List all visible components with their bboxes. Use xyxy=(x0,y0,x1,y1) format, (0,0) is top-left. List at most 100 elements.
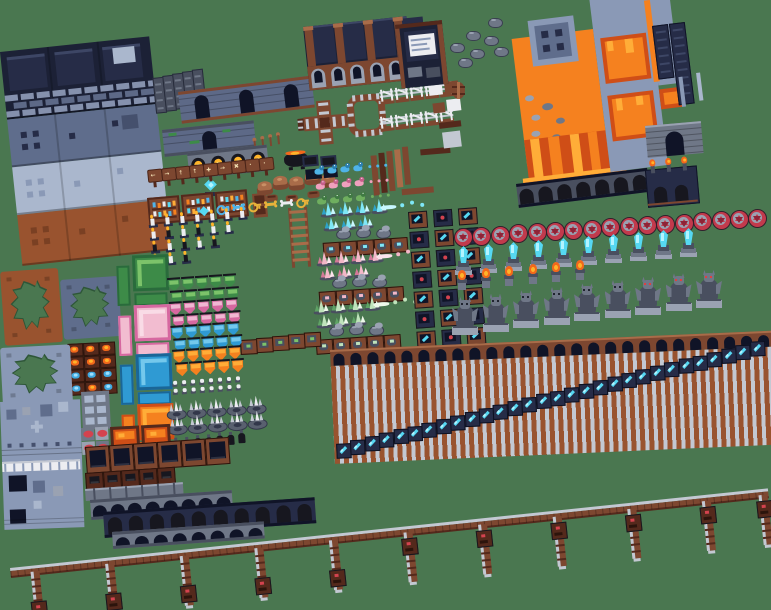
part xyxy=(310,337,315,341)
arch-opening xyxy=(209,530,225,540)
shield-icon xyxy=(232,360,244,373)
floor-dot xyxy=(42,225,50,233)
framed-panel xyxy=(156,440,183,469)
part xyxy=(677,68,688,72)
crystal-spike xyxy=(330,207,335,214)
gargoyle-wing xyxy=(563,297,570,311)
part xyxy=(620,280,624,285)
part xyxy=(396,242,402,246)
part xyxy=(496,299,499,302)
gem-chain-tile xyxy=(492,404,509,421)
part xyxy=(53,114,61,163)
statue-pedestal xyxy=(482,323,509,332)
crystals xyxy=(452,228,722,280)
framed-panel xyxy=(85,445,111,474)
part xyxy=(686,231,689,239)
part xyxy=(58,461,61,471)
crystal-spike xyxy=(320,270,325,277)
part xyxy=(530,267,535,272)
part xyxy=(554,28,563,37)
candle-icon xyxy=(167,243,173,251)
part xyxy=(358,293,364,298)
part xyxy=(85,417,95,425)
medallion-icon xyxy=(730,210,749,229)
part xyxy=(760,510,769,515)
brick xyxy=(68,87,82,96)
crystal-spike xyxy=(331,303,336,310)
part xyxy=(583,289,585,292)
gem-chain-tile xyxy=(521,397,538,413)
junction-box xyxy=(30,600,49,610)
arch-opening xyxy=(469,347,481,360)
part xyxy=(456,266,471,271)
part xyxy=(453,44,458,46)
part xyxy=(294,338,299,343)
crystal-spike xyxy=(317,257,322,264)
statue-pedestal xyxy=(665,303,692,312)
part xyxy=(140,359,146,386)
part xyxy=(84,406,95,414)
part xyxy=(103,109,111,158)
part xyxy=(608,249,619,255)
arch-opening xyxy=(435,348,447,362)
part xyxy=(185,84,192,88)
decor-square xyxy=(22,406,31,416)
inset-tile xyxy=(99,354,117,369)
crystal-spike xyxy=(317,318,322,325)
part xyxy=(606,40,614,52)
crystal-bar xyxy=(380,204,397,210)
part xyxy=(262,342,267,346)
crystal-bar xyxy=(376,253,393,259)
part xyxy=(84,395,94,403)
brick xyxy=(20,92,35,101)
rock-icon xyxy=(494,47,509,57)
part xyxy=(631,252,646,257)
junction-box xyxy=(550,521,568,541)
part xyxy=(231,337,240,342)
pipe-endcap xyxy=(633,558,641,562)
part xyxy=(298,126,304,129)
part xyxy=(333,579,342,584)
part xyxy=(183,595,193,599)
part xyxy=(636,235,639,243)
bone-bit-icon xyxy=(190,379,196,384)
bone-bit-icon xyxy=(173,388,178,393)
part xyxy=(534,22,573,60)
red-marker xyxy=(185,589,190,593)
crystal-spike xyxy=(360,254,365,261)
part xyxy=(508,257,519,263)
crystal-spike xyxy=(347,206,352,213)
part xyxy=(522,296,524,299)
medallion-icon xyxy=(564,220,584,240)
crystal-spike xyxy=(340,303,345,310)
gargoyle-head xyxy=(612,283,623,292)
part xyxy=(211,456,226,460)
framed-panel xyxy=(180,438,207,468)
part xyxy=(559,286,563,292)
part xyxy=(468,297,471,302)
arch-opening xyxy=(689,337,702,351)
crystal-drop xyxy=(400,203,405,208)
part xyxy=(459,235,467,241)
gem-chain-tile xyxy=(336,443,352,459)
arch-opening xyxy=(621,340,634,354)
crystal-drop xyxy=(402,297,408,302)
part xyxy=(13,463,16,472)
bone-bit-icon xyxy=(217,377,223,382)
crystal-drop xyxy=(420,202,425,208)
medallion-icon xyxy=(509,224,529,244)
part xyxy=(157,106,164,110)
part xyxy=(58,162,66,211)
bottle-icon xyxy=(225,196,229,203)
pedestal xyxy=(655,254,672,259)
decor-square xyxy=(58,401,69,412)
red-marker xyxy=(406,541,411,546)
terrain-rust xyxy=(0,267,64,346)
rock-icon xyxy=(488,18,503,28)
part xyxy=(469,32,474,34)
part xyxy=(458,283,466,290)
medallion-icon xyxy=(582,219,602,239)
gem-chain-tile xyxy=(393,429,409,445)
brick xyxy=(13,101,27,109)
part xyxy=(253,421,262,426)
